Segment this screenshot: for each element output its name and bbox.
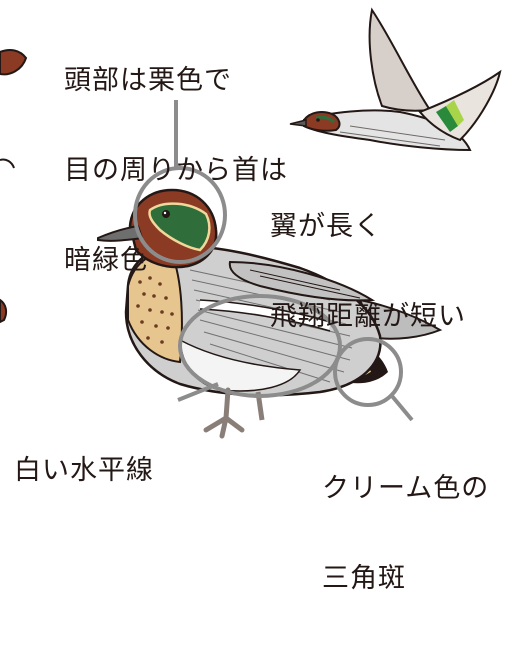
head-annotation: 頭部は栗色で 目の周りから首は 暗緑色 <box>64 6 288 336</box>
illustration-canvas <box>0 7 502 439</box>
standing-teal <box>97 188 443 439</box>
head-annotation-line-3: 暗緑色 <box>64 245 148 276</box>
head-annotation-line-1: 頭部は栗色で <box>64 65 232 96</box>
callout-flank <box>177 294 342 402</box>
head-annotation-line-2: 目の周りから首は <box>64 155 288 186</box>
teal-illustration: 頭部は栗色で 目の周りから首は 暗緑色 翼が長く 飛翔距離が短い 白い水平線 ク… <box>0 6 502 594</box>
wing-annotation-line-1: 翼が長く <box>270 211 382 242</box>
wing-annotation-line-2: 飛翔距離が短い <box>270 301 466 332</box>
callout-tail <box>333 337 414 422</box>
flank-annotation: 白い水平線 <box>12 396 156 546</box>
flying-teal <box>289 7 502 152</box>
partial-line-left <box>0 158 15 169</box>
partial-bird-top-left <box>0 49 28 76</box>
wing-annotation: 翼が長く 飛翔距離が短い <box>270 152 466 392</box>
partial-bird-mid-left <box>0 298 8 324</box>
tail-annotation: クリーム色の 三角斑 <box>322 414 489 654</box>
callout-head <box>133 100 227 264</box>
tail-annotation-line-2: 三角斑 <box>322 563 406 594</box>
tail-annotation-line-1: クリーム色の <box>322 473 490 504</box>
flank-annotation-line-1: 白い水平線 <box>14 455 154 486</box>
